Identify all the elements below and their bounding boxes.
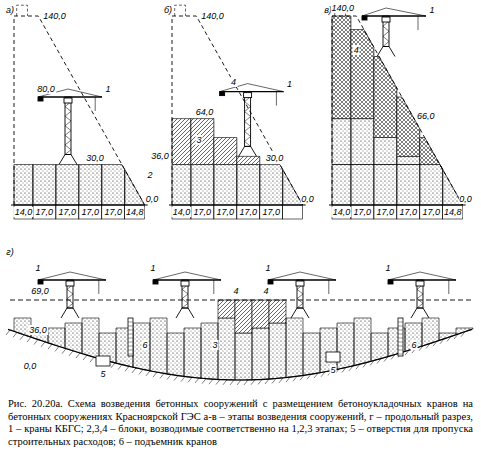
callout-number: 1 <box>286 79 293 89</box>
crane-symbol <box>268 272 336 318</box>
dimension-label: 17,0 <box>58 207 78 217</box>
dimension-label: 36,0 <box>28 325 48 335</box>
dimension-label: 64,0 <box>195 107 215 117</box>
dimension-label: 17,0 <box>376 207 396 217</box>
dimension-label: 17,0 <box>239 207 259 217</box>
callout-number: 4 <box>262 286 269 296</box>
panel-letter: а) <box>5 5 15 15</box>
dimension-label: 140,0 <box>42 11 67 21</box>
dimension-label: 17,0 <box>216 207 236 217</box>
callout-number: 3 <box>211 340 218 350</box>
callout-number: 1 <box>264 263 271 273</box>
dimension-label: 69,0 <box>30 286 50 296</box>
panel-letter: б) <box>163 5 173 15</box>
drawing <box>6 5 474 385</box>
crane-symbol <box>153 272 221 318</box>
dimension-label: 17,0 <box>35 207 55 217</box>
dam-profile <box>11 5 148 219</box>
callout-number: 6 <box>410 340 417 350</box>
crane-symbol <box>362 8 426 57</box>
dimension-label: 140,0 <box>200 11 225 21</box>
crane-symbol <box>388 272 456 318</box>
dimension-label: 17,0 <box>399 207 419 217</box>
dimension-label: 80,0 <box>36 84 56 94</box>
dimension-label: 0,0 <box>300 194 315 204</box>
callout-number: 4 <box>230 77 237 87</box>
dimension-label: 0,0 <box>145 194 160 204</box>
callout-number: 5 <box>329 365 336 375</box>
callout-number: 1 <box>384 263 391 273</box>
callout-number: 3 <box>195 135 202 145</box>
callout-number: 2 <box>146 170 153 180</box>
callout-number: 1 <box>104 84 111 94</box>
dimension-label: 14,8 <box>443 207 463 217</box>
dimension-label: 17,0 <box>353 207 373 217</box>
dimension-label: 17,0 <box>103 207 123 217</box>
callout-number: 4 <box>353 45 360 55</box>
dimension-label: 14,8 <box>125 207 145 217</box>
dimension-label: 17,0 <box>193 207 213 217</box>
dimension-label: 140,0 <box>331 3 356 13</box>
dimension-label: 14,0 <box>14 207 34 217</box>
dimension-label: 66,0 <box>416 111 436 121</box>
dam-profile <box>329 5 466 219</box>
dimension-label: 17,0 <box>261 207 281 217</box>
dimension-label: 17,0 <box>81 207 101 217</box>
callout-number: 1 <box>34 263 41 273</box>
callout-number: 5 <box>99 369 106 379</box>
callout-number: 6 <box>141 340 148 350</box>
dimension-label: 0,0 <box>458 194 473 204</box>
panel-letter: г) <box>5 247 14 257</box>
dimension-label: 14,0 <box>172 207 192 217</box>
dimension-label: 36,0 <box>150 151 170 161</box>
figure-caption: Рис. 20.20а. Схема возведения бетонных с… <box>8 398 473 448</box>
dimension-label: 30,0 <box>85 153 105 163</box>
callout-number: 4 <box>232 286 239 296</box>
longitudinal-section <box>6 272 474 385</box>
dimension-label: 14,0 <box>332 207 352 217</box>
dimension-label: 17,0 <box>421 207 441 217</box>
callout-number: 1 <box>428 5 435 15</box>
crane-symbol <box>220 84 284 157</box>
dam-profile <box>169 5 306 219</box>
dimension-label: 30,0 <box>265 153 285 163</box>
callout-number: 1 <box>149 263 156 273</box>
dimension-label: 0,0 <box>23 361 38 371</box>
